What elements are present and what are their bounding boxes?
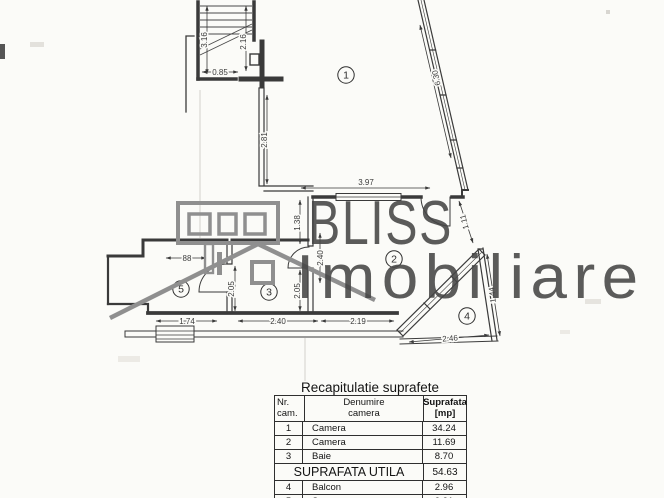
dimension-labels: 3.16 2.16 0.85 2.81 6.30 3.97 1.38 2.05 … [178, 30, 500, 345]
dim-hall-height: 2.81 [260, 132, 269, 148]
table-row: 4 Balcon 2.96 [275, 480, 466, 494]
cell-name: Scara acces [303, 495, 423, 498]
total-mp: 54.63 [432, 466, 458, 478]
room-label-4: 4 [464, 311, 470, 323]
header-cam: cam. [277, 407, 298, 419]
header-denumire-l2: camera [348, 407, 380, 419]
cell-mp: 3.21 [423, 495, 465, 498]
header-nr: Nr. [277, 397, 290, 408]
dim-room2-top-width: 3.97 [358, 178, 374, 187]
dim-room3-seg-lower: 2.05 [293, 283, 302, 299]
dim-room2-right-seg: 1.11 [458, 213, 470, 230]
dim-niche-width: 88 [183, 254, 192, 263]
table-row: 1 Camera 34.24 [275, 421, 466, 435]
dim-room2-width: 2.19 [350, 317, 366, 326]
watermark-bliss: BLISS [308, 189, 453, 258]
dim-room3-seg-upper: 1.38 [293, 215, 302, 231]
table-header-row: Nr. cam. Denumire camera Suprafata [mp] [275, 396, 467, 421]
watermark-imobiliare: Imobiliare [296, 243, 645, 312]
cell-nr: 1 [275, 422, 303, 435]
cell-mp: 11.69 [432, 437, 456, 448]
header-suprafata-l2: [mp] [434, 407, 456, 419]
room-label-texts: 1 2 3 4 5 [178, 70, 470, 323]
cell-mp: 8.70 [434, 451, 454, 462]
cell-mp: 34.24 [432, 423, 456, 434]
dim-stair-flight: 2.16 [239, 34, 248, 50]
room-label-2: 2 [391, 254, 397, 266]
header-suprafata: Suprafata [mp] [423, 396, 467, 421]
dim-room3-left-height: 2.05 [227, 281, 236, 297]
dim-stair-run: 3.16 [200, 32, 209, 48]
dim-room2-inner-depth: 2.40 [316, 250, 325, 266]
dimension-lines [155, 5, 501, 344]
cell-name: Baie [303, 450, 423, 463]
cell-mp: 2.96 [434, 482, 454, 493]
cell-nr: 4 [275, 481, 303, 494]
header-nr-cam: Nr. cam. [275, 396, 305, 421]
logo-house-icon [108, 201, 376, 321]
header-denumire-l1: Denumire [343, 397, 385, 408]
area-table: Nr. cam. Denumire camera Suprafata [mp] … [274, 395, 467, 498]
floor-plan-drawing: 3.16 2.16 0.85 2.81 6.30 3.97 1.38 2.05 … [106, 0, 501, 381]
room-label-1: 1 [343, 70, 349, 82]
table-row: 2 Camera 11.69 [275, 435, 466, 449]
dim-room3-width: 2.40 [270, 317, 286, 326]
room-label-3: 3 [266, 287, 272, 299]
cell-name: Camera [303, 422, 423, 435]
room-label-5: 5 [178, 284, 184, 296]
cell-nr: 3 [275, 450, 303, 463]
cell-name: Balcon [303, 481, 423, 494]
cell-nr: 2 [275, 436, 303, 449]
cell-nr: 5 [275, 495, 303, 498]
dim-stair-width: 0.85 [212, 68, 228, 77]
table-row: 5 Scara acces 3.21 [275, 494, 466, 498]
header-suprafata-l1: Suprafata [423, 397, 467, 408]
cell-name: Camera [303, 436, 423, 449]
table-row: 3 Baie 8.70 [275, 449, 466, 463]
table-title: Recapitulatie suprafete [300, 380, 440, 395]
dim-balcony-right-seg: 1.44 [487, 286, 498, 303]
dim-balcony-width: 2.46 [442, 333, 459, 343]
total-label: SUPRAFATA UTILA [275, 464, 424, 480]
dim-room5-width: 1.74 [179, 317, 195, 326]
header-denumire: Denumire camera [305, 396, 424, 421]
table-total-row: SUPRAFATA UTILA 54.63 [275, 463, 466, 480]
